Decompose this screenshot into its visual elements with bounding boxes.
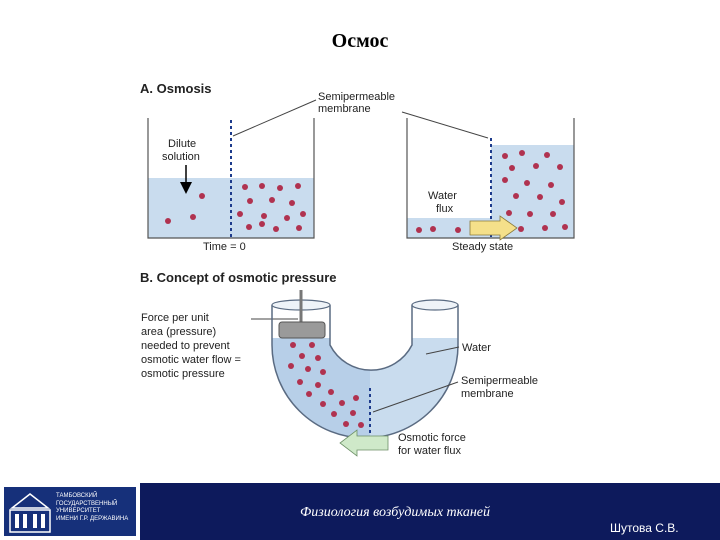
slide-title: Осмос bbox=[331, 30, 389, 52]
membrane-label-a-1: Semipermeable bbox=[318, 91, 395, 103]
membrane-label-b-1: Semipermeable bbox=[461, 375, 538, 387]
force-label-1: Force per unit bbox=[141, 312, 209, 324]
beaker-2-walls bbox=[406, 118, 575, 239]
water-pointer bbox=[425, 346, 460, 355]
dilute-label-1: Dilute bbox=[168, 138, 196, 150]
university-name: ТАМБОВСКИЙ ГОСУДАРСТВЕННЫЙ УНИВЕРСИТЕТ И… bbox=[56, 493, 129, 522]
force-label-4: osmotic water flow = bbox=[141, 354, 241, 366]
university-building-icon bbox=[9, 493, 51, 533]
beaker-1-particles bbox=[165, 183, 306, 232]
force-label-3: needed to prevent bbox=[141, 340, 230, 352]
force-label-2: area (pressure) bbox=[141, 326, 216, 338]
piston-head bbox=[278, 321, 326, 339]
dilute-label-2: solution bbox=[162, 151, 200, 163]
beaker-2-particles bbox=[416, 150, 568, 233]
membrane-pointer-left bbox=[232, 99, 317, 137]
u-tube-right-rim bbox=[411, 299, 459, 311]
osmotic-force-arrow bbox=[339, 429, 389, 457]
force-label-5: osmotic pressure bbox=[141, 368, 225, 380]
beaker-1-walls bbox=[147, 118, 315, 239]
water-flux-label-1: Water bbox=[428, 190, 457, 202]
university-logo: ТАМБОВСКИЙ ГОСУДАРСТВЕННЫЙ УНИВЕРСИТЕТ И… bbox=[0, 483, 140, 540]
water-label: Water bbox=[462, 342, 491, 354]
water-flux-label-2: flux bbox=[436, 203, 454, 215]
steady-state-label: Steady state bbox=[452, 241, 513, 253]
membrane-pointer-right bbox=[401, 111, 489, 139]
section-b-heading: B. Concept of osmotic pressure bbox=[140, 270, 336, 285]
membrane-pointer-b bbox=[372, 381, 459, 413]
course-title: Физиология возбудимых тканей bbox=[300, 505, 490, 520]
osmotic-force-label-2: for water flux bbox=[398, 445, 461, 457]
membrane-label-a-2: membrane bbox=[318, 103, 371, 115]
footer-bar: ТАМБОВСКИЙ ГОСУДАРСТВЕННЫЙ УНИВЕРСИТЕТ И… bbox=[0, 483, 720, 540]
water-flux-arrow bbox=[469, 215, 518, 241]
author-name: Шутова С.В. bbox=[610, 521, 679, 535]
osmosis-figure: A. Osmosis Semipermeable membrane Dilute… bbox=[140, 81, 575, 457]
time-zero-label: Time = 0 bbox=[203, 241, 246, 253]
osmotic-force-label-1: Osmotic force bbox=[398, 432, 466, 444]
u-tube-particles bbox=[288, 342, 364, 428]
section-a-heading: A. Osmosis bbox=[140, 81, 212, 96]
membrane-label-b-2: membrane bbox=[461, 388, 514, 400]
